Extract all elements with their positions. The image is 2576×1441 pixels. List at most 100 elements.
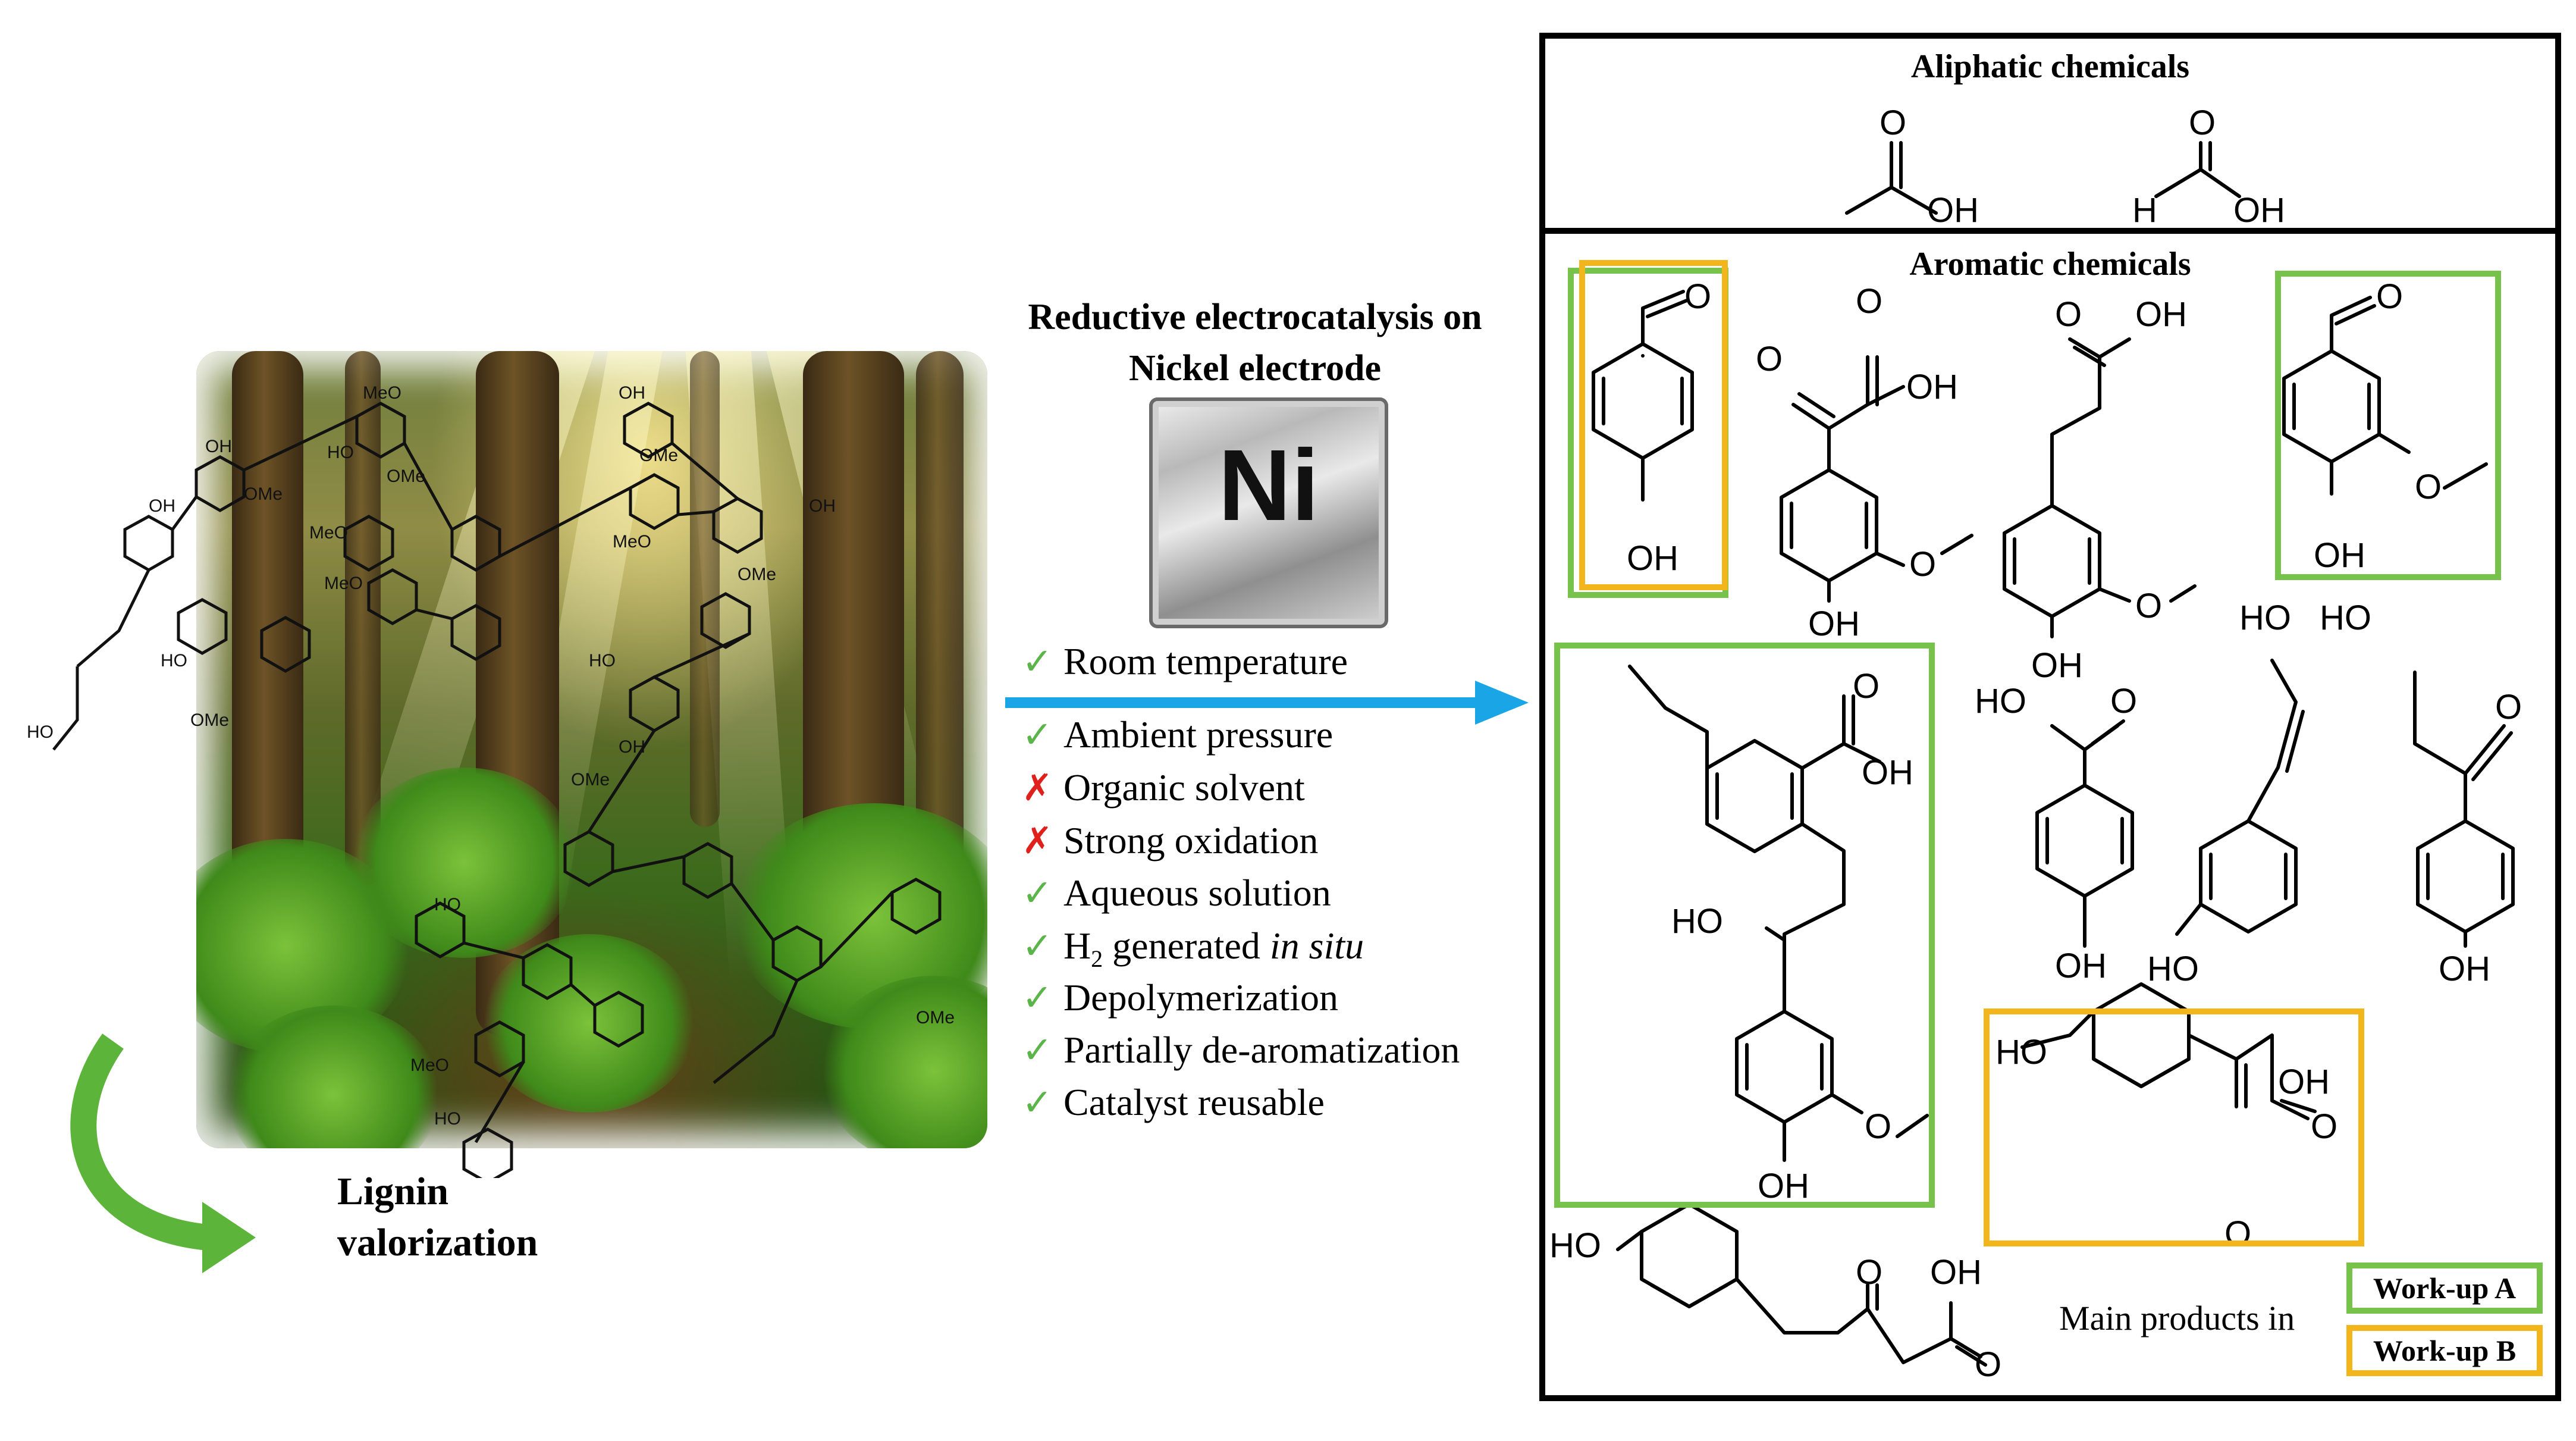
generated-text: generated — [1103, 925, 1270, 967]
condition-strong-oxidation: ✗Strong oxidation — [1022, 819, 1318, 863]
atom-o: O — [1853, 667, 1880, 706]
condition-aqueous-solution: ✓Aqueous solution — [1022, 871, 1331, 915]
svg-text:OH: OH — [809, 496, 836, 516]
svg-text:MeO: MeO — [363, 383, 401, 403]
condition-text: Catalyst reusable — [1063, 1081, 1325, 1123]
atom-o: O — [2495, 688, 2522, 726]
check-icon: ✓ — [1022, 976, 1053, 1019]
atom-oh: OH — [1906, 368, 1958, 406]
check-icon: ✓ — [1022, 871, 1053, 914]
check-icon: ✓ — [1022, 1028, 1053, 1072]
condition-depolymerization: ✓Depolymerization — [1022, 976, 1338, 1020]
svg-text:OH: OH — [149, 496, 175, 516]
svg-text:OMe: OMe — [738, 565, 776, 584]
svg-text:MeO: MeO — [410, 1055, 449, 1075]
svg-text:MeO: MeO — [613, 532, 651, 552]
aromatic-title: Aromatic chemicals — [1909, 246, 2191, 283]
atom-o: O — [1856, 282, 1883, 321]
atom-ho: HO — [1975, 682, 2026, 720]
svg-text:OMe: OMe — [571, 770, 610, 790]
atom-o: O — [2110, 682, 2138, 720]
title-line1: Reductive electrocatalysis on — [1028, 297, 1482, 337]
atom-ho: HO — [1995, 1033, 2047, 1072]
atom-oh: OH — [1758, 1167, 1809, 1205]
atom-oh: OH — [2135, 295, 2187, 334]
svg-text:OH: OH — [619, 737, 645, 757]
condition-h2-in-situ: ✓H2 generated in situ — [1022, 924, 1364, 973]
svg-text:OMe: OMe — [190, 710, 229, 730]
condition-text: Room temperature — [1063, 640, 1348, 682]
condition-organic-solvent: ✗Organic solvent — [1022, 766, 1305, 810]
lignin-structure: OH OMe OH HO HO OMe MeO HO OMe MeO MeO O… — [27, 383, 955, 1178]
atom-o: O — [1856, 1253, 1883, 1292]
cross-icon: ✗ — [1022, 766, 1053, 809]
condition-text: Depolymerization — [1063, 976, 1339, 1019]
atom-oh: OH — [2314, 536, 2365, 575]
check-icon: ✓ — [1022, 713, 1053, 756]
aliphatic-title: Aliphatic chemicals — [1910, 48, 2190, 85]
svg-text:OMe: OMe — [639, 446, 678, 465]
atom-oh: OH — [2233, 191, 2285, 230]
condition-de-aromatization: ✓Partially de-aromatization — [1022, 1028, 1460, 1072]
atom-o: O — [2189, 104, 2216, 142]
panel-divider — [1539, 228, 2561, 234]
atom-oh: OH — [2055, 947, 2107, 985]
atom-o: O — [1975, 1345, 2002, 1384]
atom-o: O — [1865, 1107, 1892, 1146]
svg-text:OMe: OMe — [244, 484, 283, 504]
svg-text:OMe: OMe — [387, 466, 425, 486]
forest-lignin-image — [196, 351, 987, 1148]
check-icon: ✓ — [1022, 1080, 1053, 1124]
condition-text: Strong oxidation — [1063, 819, 1319, 862]
svg-text:HO: HO — [434, 1109, 461, 1129]
condition-text: Organic solvent — [1063, 766, 1305, 809]
condition-text: Aqueous solution — [1063, 872, 1331, 914]
atom-ho: HO — [1549, 1226, 1601, 1265]
h-subscript: 2 — [1091, 945, 1103, 972]
workup-b-box-benzaldehyde — [1579, 260, 1728, 590]
svg-text:OH: OH — [205, 437, 232, 456]
atom-ho: HO — [2239, 599, 2291, 637]
condition-text: Partially de-aromatization — [1063, 1029, 1460, 1071]
atom-o: O — [1880, 104, 1907, 142]
atom-o: O — [1756, 340, 1783, 378]
atom-oh: OH — [1627, 539, 1678, 578]
atom-ho: HO — [1671, 902, 1723, 941]
atom-o: O — [2055, 295, 2082, 334]
caption-line2: valorization — [337, 1221, 538, 1264]
in-situ-text: in situ — [1269, 925, 1364, 967]
atom-oh: OH — [1808, 604, 1860, 643]
check-icon: ✓ — [1022, 640, 1053, 683]
reaction-arrow — [1005, 681, 1529, 725]
atom-oh: OH — [1930, 1253, 1982, 1292]
condition-catalyst-reusable: ✓Catalyst reusable — [1022, 1080, 1325, 1124]
workup-b-box-glyoxylic — [1984, 1008, 2364, 1246]
h-symbol: H — [1063, 925, 1091, 967]
check-icon: ✓ — [1022, 924, 1053, 967]
lignin-valorization-caption: Lignin valorization — [337, 1166, 538, 1268]
atom-o: O — [1909, 545, 1937, 584]
green-curved-arrow — [70, 1033, 256, 1273]
atom-oh: OH — [1862, 753, 1913, 792]
atom-oh: OH — [2031, 646, 2083, 685]
condition-ambient-pressure: ✓Ambient pressure — [1022, 713, 1333, 757]
title-line2: Nickel electrode — [1128, 348, 1382, 389]
caption-line1: Lignin — [337, 1170, 449, 1213]
atom-ho: HO — [2320, 599, 2371, 637]
svg-text:HO: HO — [327, 443, 354, 462]
ni-symbol: Ni — [1218, 429, 1319, 542]
legend-workup-a: Work-up A — [2346, 1263, 2543, 1314]
process-title: Reductive electrocatalysis on Nickel ele… — [975, 292, 1535, 394]
workup-a-box-vanillin — [2275, 271, 2501, 580]
atom-oh: OH — [2278, 1063, 2330, 1101]
condition-text: Ambient pressure — [1063, 713, 1334, 756]
nickel-electrode-tile: Ni — [1149, 397, 1388, 628]
atom-o: O — [2415, 468, 2442, 506]
svg-text:MeO: MeO — [309, 523, 348, 543]
atom-o: O — [1684, 277, 1712, 316]
cross-icon: ✗ — [1022, 819, 1053, 862]
svg-text:OH: OH — [619, 383, 645, 403]
atom-oh: OH — [1927, 191, 1979, 230]
atom-ho: HO — [2147, 950, 2199, 988]
